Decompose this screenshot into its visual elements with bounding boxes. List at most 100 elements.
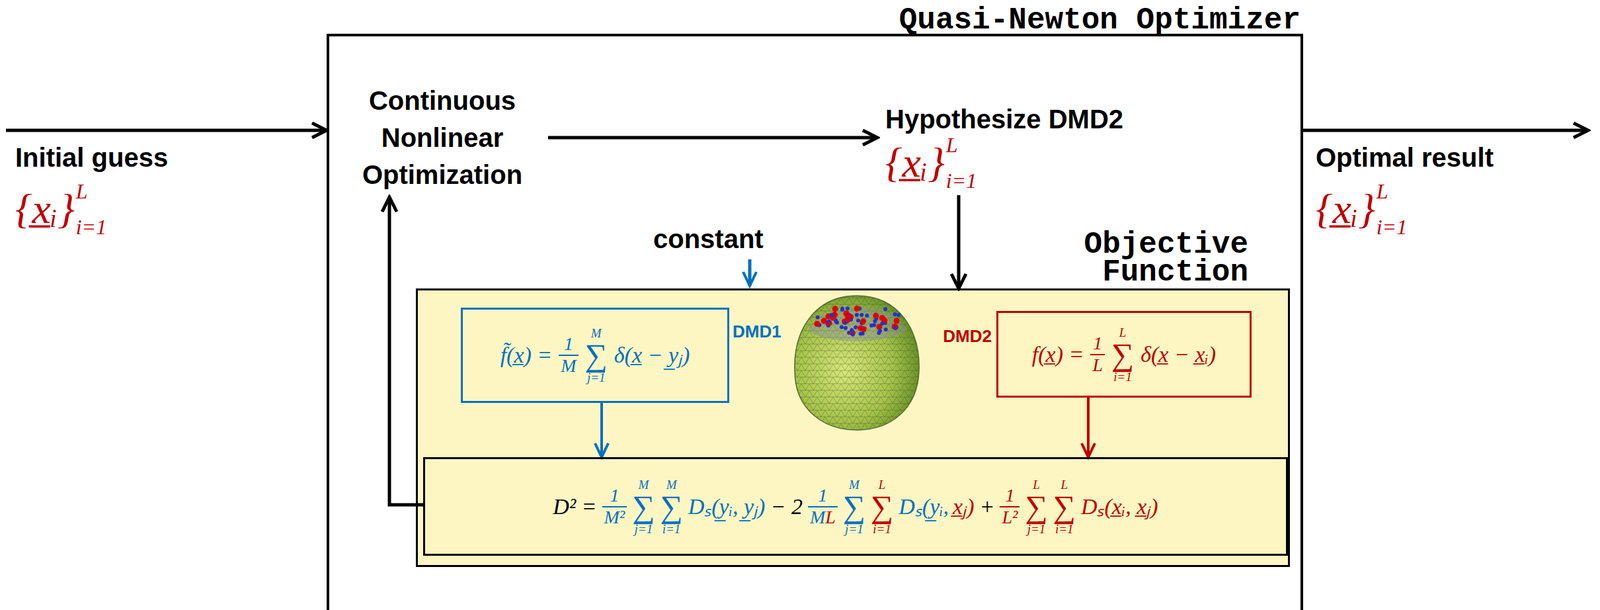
step-label: Continuous Nonlinear Optimization	[343, 81, 542, 194]
sum-lower-limit: j=1	[587, 370, 606, 384]
denominator: M	[558, 354, 578, 377]
distribution-box: DMD2f(x̲) =1LL∑i=1δ(x̲ − x̲ᵢ)	[996, 310, 1252, 398]
sample-dot	[893, 312, 898, 317]
sample-dot	[893, 318, 900, 324]
sum-upper-limit: M	[848, 478, 860, 491]
sample-dot	[872, 318, 877, 323]
summation: M∑j=1	[632, 478, 655, 535]
set-limits: Li=1	[1376, 180, 1407, 238]
math-term: D² =	[552, 493, 597, 519]
node-label: Optimal result	[1315, 142, 1494, 173]
sample-dot	[856, 318, 861, 323]
index-set: {x̲ᵢ}Li=1	[15, 180, 107, 238]
box-title: DMD1	[732, 321, 782, 342]
sample-dot	[860, 318, 867, 324]
flow-arrow	[548, 136, 878, 140]
sum-upper-limit: M	[638, 478, 649, 491]
set-upper-limit: L	[946, 134, 977, 156]
sample-dot	[843, 325, 848, 330]
sample-dot	[850, 331, 855, 336]
sum-lower-limit: i=1	[662, 522, 681, 535]
sum-lower-limit: j=1	[634, 522, 654, 535]
sum-sign: ∑	[585, 339, 608, 371]
node-label: Initial guess	[15, 142, 168, 173]
heading-holder: DMD1	[732, 321, 782, 342]
sum-upper-limit: M	[591, 326, 602, 340]
math-term: − 2	[770, 493, 802, 519]
label-holder: constant	[653, 223, 764, 254]
sample-dot	[896, 312, 901, 317]
sphere-mesh	[794, 295, 920, 430]
sum-sign: ∑	[632, 490, 655, 523]
flow-arrow	[389, 197, 424, 505]
set-lower-limit: i=1	[946, 169, 977, 192]
process-step: Continuous Nonlinear Optimization	[343, 81, 542, 194]
math-term: Dₛ(y̲ᵢ, y̲ⱼ)	[688, 493, 766, 519]
process-step: Hypothesize DMD2{x̲ᵢ}Li=1	[885, 103, 1256, 192]
step-label: Hypothesize DMD2	[885, 103, 1124, 135]
formula-box: D² =1M²M∑j=1M∑i=1Dₛ(y̲ᵢ, y̲ⱼ)− 21MLM∑j=1…	[423, 456, 1288, 556]
sample-dot	[857, 324, 864, 331]
sum-lower-limit: i=1	[1055, 522, 1074, 535]
sample-dot	[815, 314, 820, 319]
heading-holder: DMD2	[942, 325, 992, 347]
sphere-cap	[807, 306, 908, 341]
summation: M∑i=1	[659, 478, 683, 535]
formula: D² =1M²M∑j=1M∑i=1Dₛ(y̲ᵢ, y̲ⱼ)− 21MLM∑j=1…	[552, 478, 1158, 535]
flow-arrow	[1086, 397, 1090, 457]
math-term: +	[979, 493, 996, 519]
sample-dot	[892, 323, 899, 330]
denominator-symbol: L	[825, 507, 836, 528]
frame-title: Quasi-Newton Optimizer	[899, 5, 1301, 36]
denominator-symbol: M	[809, 507, 826, 528]
sum-lower-limit: j=1	[1027, 522, 1046, 535]
math-term: δ(x̲ − y̲ⱼ)	[614, 342, 691, 367]
index-set: {x̲ᵢ}Li=1	[885, 134, 977, 192]
denominator: L	[1090, 353, 1105, 376]
sample-dot	[854, 305, 861, 312]
distribution-box: DMD1f̃(x̲) =1MM∑j=1δ(x̲ − y̲ⱼ)	[460, 307, 730, 403]
numerator: 1	[1004, 485, 1015, 506]
annotation-label: constant	[653, 223, 764, 254]
math-term: f̃(x̲) =	[500, 342, 553, 367]
numerator: 1	[1092, 333, 1103, 354]
denominator-symbol: L	[1092, 355, 1103, 376]
sample-dot	[869, 323, 874, 328]
heading-holder: Quasi-Newton Optimizer	[899, 5, 1301, 36]
fraction: 1L	[1090, 333, 1105, 376]
denominator: M²	[602, 505, 628, 528]
sample-dot	[893, 325, 898, 330]
sample-dot	[843, 320, 848, 325]
sample-dot	[854, 312, 859, 317]
sphere-illustration	[794, 295, 920, 430]
sample-dot	[832, 305, 839, 312]
summation: L∑i=1	[1111, 325, 1134, 383]
set-lower-limit: i=1	[76, 216, 107, 238]
box-title: DMD2	[942, 325, 992, 347]
sample-dot	[826, 320, 833, 326]
sample-dot	[883, 327, 888, 332]
sum-sign: ∑	[659, 490, 683, 523]
set-lower-limit: i=1	[1376, 216, 1407, 238]
sum-lower-limit: i=1	[1113, 370, 1132, 383]
summation: L∑j=1	[1024, 478, 1048, 535]
sum-lower-limit: i=1	[872, 522, 892, 535]
sample-dot	[859, 312, 864, 317]
sample-dot	[853, 325, 858, 330]
set-braces: {x̲ᵢ}	[1315, 183, 1376, 235]
sample-dot	[829, 313, 834, 318]
denominator: ML	[807, 505, 838, 528]
input-node: Initial guess {x̲ᵢ}Li=1	[15, 142, 293, 238]
summation: L∑i=1	[870, 478, 894, 535]
summation: M∑j=1	[842, 478, 866, 535]
denominator: L²	[999, 505, 1020, 528]
sum-upper-limit: M	[666, 478, 678, 491]
sphere-body	[794, 295, 920, 430]
formula: f̃(x̲) =1MM∑j=1δ(x̲ − y̲ⱼ)	[500, 326, 691, 384]
sum-upper-limit: L	[1119, 325, 1127, 339]
denominator-symbol: M²	[604, 507, 626, 528]
denominator-symbol: L²	[1001, 507, 1018, 528]
sample-dot	[878, 328, 882, 333]
sample-dot	[880, 321, 884, 326]
sum-sign: ∑	[1111, 338, 1134, 371]
